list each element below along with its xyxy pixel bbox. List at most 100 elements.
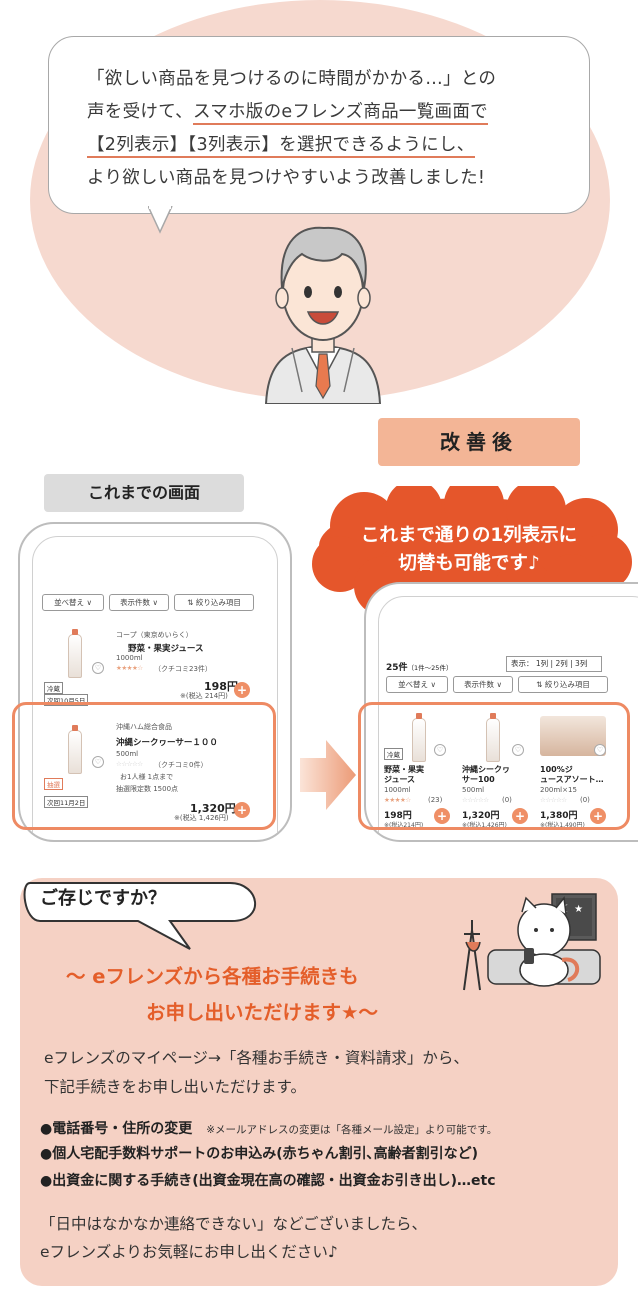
speech-tail	[148, 206, 173, 234]
result-count: 25件（1件～25件）	[386, 663, 453, 673]
star-rating: ★★★★☆	[384, 796, 411, 804]
info-heading-1: 〜 eフレンズから各種お手続きも	[66, 965, 359, 988]
price: 1,320円	[190, 802, 236, 815]
volume: 1000ml	[116, 654, 143, 662]
before-label: これまでの画面	[44, 474, 244, 512]
closing-line-1: 「日中はなかなか連絡できない」などございましたら、	[40, 1215, 428, 1233]
info-panel	[20, 878, 618, 1286]
speech-bubble: 「欲しい商品を見つけるのに時間がかかる…」との 声を受けて、スマホ版のeフレンズ…	[48, 36, 590, 214]
tax-price: ※(税込 1,426円)	[174, 814, 229, 822]
product-name[interactable]: 100%ジ	[540, 765, 573, 774]
add-to-cart-button[interactable]: +	[234, 682, 250, 698]
add-to-cart-button[interactable]: +	[234, 802, 250, 818]
add-to-cart-button[interactable]: +	[434, 808, 450, 824]
info-paragraph-1: eフレンズのマイページ→「各種お手続き・資料請求」から、	[44, 1049, 469, 1067]
heart-icon[interactable]: ♡	[92, 662, 104, 674]
star-rating: ☆☆☆☆☆	[462, 796, 489, 804]
after-count-button[interactable]: 表示件数 ∨	[453, 676, 513, 693]
callout-cloud	[312, 486, 632, 636]
heart-icon[interactable]: ♡	[594, 744, 606, 756]
before-toolbar: 並べ替え ∨ 表示件数 ∨ ⇅ 絞り込み項目	[42, 594, 254, 611]
review-count[interactable]: (0)	[502, 796, 512, 804]
heart-icon[interactable]: ♡	[92, 756, 104, 768]
bullet-address-change: ●電話番号・住所の変更※メールアドレスの変更は「各種メール設定」より可能です。	[40, 1121, 498, 1137]
speech-line-2: 声を受けて、スマホ版のeフレンズ商品一覧画面で	[87, 96, 569, 129]
product-name[interactable]: 沖縄シークヮ	[462, 765, 510, 774]
before-item-2[interactable]: ♡ 抽選 次回11月2日 沖縄ハム総合食品 沖縄シークヮーサー１００ 500ml…	[20, 716, 290, 826]
after-sort-button[interactable]: 並べ替え ∨	[386, 676, 448, 693]
add-to-cart-button[interactable]: +	[512, 808, 528, 824]
review-count[interactable]: （クチコミ23件）	[154, 665, 212, 673]
after-filter-button[interactable]: ⇅ 絞り込み項目	[518, 676, 608, 693]
price: 198円	[384, 811, 412, 821]
speech-line-3: 【2列表示】【3列表示】を選択できるようにし、	[87, 129, 569, 162]
before-filter-button[interactable]: ⇅ 絞り込み項目	[174, 594, 254, 611]
info-title: ご存じですか？	[40, 888, 166, 909]
product-image	[68, 629, 82, 678]
volume: 200ml×15	[540, 786, 577, 794]
review-count[interactable]: （クチコミ0件）	[154, 761, 208, 769]
info-paragraph-2: 下記手続きをお申し出いただけます。	[44, 1078, 306, 1096]
tax-price: ※(税込214円)	[384, 822, 424, 829]
heart-icon[interactable]: ♡	[512, 744, 524, 756]
after-toolbar: 並べ替え ∨ 表示件数 ∨ ⇅ 絞り込み項目	[386, 676, 608, 693]
info-heading-2: お申し出いただけます★〜	[146, 1001, 378, 1024]
star-rating: ★★★★☆	[116, 664, 143, 672]
speech-line-4: より欲しい商品を見つけやすいよう改善しました!	[87, 168, 486, 188]
after-highlight-frame	[358, 702, 630, 830]
product-name[interactable]: 野菜・果実ジュース	[128, 644, 204, 654]
product-name[interactable]: 野菜・果実	[384, 765, 424, 774]
after-item-2[interactable]: ♡ 沖縄シークヮ サー100 500ml ☆☆☆☆☆ (0) 1,320円 ※(…	[460, 710, 532, 830]
before-highlight-frame	[12, 702, 276, 830]
cat-room-illustration: ☾ ★	[463, 893, 601, 991]
arrow-icon	[300, 740, 356, 810]
phone-after-screen	[378, 596, 638, 840]
price: 198円	[204, 680, 238, 693]
before-sort-button[interactable]: 並べ替え ∨	[42, 594, 104, 611]
phone-before-screen	[32, 536, 278, 840]
view-option-1-column[interactable]: 1列	[535, 659, 549, 668]
product-image	[412, 713, 426, 762]
price: 1,320円	[462, 811, 500, 821]
closing-line-2: eフレンズよりお気軽にお申し出ください♪	[40, 1243, 338, 1261]
question-bubble	[23, 882, 257, 950]
svg-text:☾ ★: ☾ ★	[562, 904, 583, 915]
before-item-1[interactable]: ♡ 冷蔵 次回10月5日 コープ（東京めいらく） 野菜・果実ジュース 1000m…	[20, 620, 290, 706]
maker: コープ（東京めいらく）	[116, 631, 193, 639]
limit-per-person: お1人様 1点まで	[120, 773, 174, 781]
view-switcher: 表示： 1列 | 2列 | 3列	[506, 656, 602, 672]
view-option-2-column[interactable]: 2列	[555, 659, 568, 668]
before-count-button[interactable]: 表示件数 ∨	[109, 594, 169, 611]
after-item-1[interactable]: ♡ 冷蔵 野菜・果実 ジュース 1000ml ★★★★☆ (23) 198円 ※…	[382, 710, 454, 830]
volume: 500ml	[116, 750, 139, 758]
maker: 沖縄ハム総合食品	[116, 723, 172, 731]
product-name[interactable]: 沖縄シークヮーサー１００	[116, 738, 218, 748]
product-image	[68, 725, 82, 774]
volume: 1000ml	[384, 786, 411, 794]
after-item-3[interactable]: ♡ 100%ジ ュースアソート… 200ml×15 ☆☆☆☆☆ (0) 1,38…	[538, 710, 618, 830]
review-count[interactable]: (23)	[428, 796, 443, 804]
product-name-line-2: サー100	[462, 775, 495, 784]
add-to-cart-button[interactable]: +	[590, 808, 606, 824]
star-rating: ☆☆☆☆☆	[540, 796, 567, 804]
bullet-capital-procedure: ●出資金に関する手続き(出資金現在高の確認・出資金お引き出し)…etc	[40, 1173, 496, 1189]
volume: 500ml	[462, 786, 485, 794]
bullet-fee-support: ●個人宅配手数料サポートのお申込み(赤ちゃん割引､高齢者割引など)	[40, 1146, 479, 1162]
delivery-badge: 次回11月2日	[44, 796, 89, 808]
tax-price: ※(税込 214円)	[180, 692, 228, 700]
review-count[interactable]: (0)	[580, 796, 590, 804]
tax-price: ※(税込1,490円)	[540, 822, 585, 829]
phone-after: 25件（1件～25件） 表示： 1列 | 2列 | 3列 並べ替え ∨ 表示件数…	[364, 582, 638, 842]
phone-before: 並べ替え ∨ 表示件数 ∨ ⇅ 絞り込み項目 ♡ 冷蔵 次回10月5日 コープ（…	[18, 522, 292, 842]
tax-price: ※(税込1,426円)	[462, 822, 507, 829]
callout-text: これまで通りの1列表示に 切替も可能です♪	[304, 522, 634, 578]
product-name-line-2: ュースアソート…	[540, 775, 604, 784]
product-image	[486, 713, 500, 762]
star-rating: ☆☆☆☆☆	[116, 760, 143, 768]
lottery-limit: 抽選限定数 1500点	[116, 785, 179, 793]
tag-badge: 冷蔵	[384, 748, 403, 760]
heart-icon[interactable]: ♡	[434, 744, 446, 756]
after-label: 改善後	[378, 418, 580, 466]
callout-line-1: これまで通りの1列表示に	[360, 525, 578, 546]
view-option-3-column[interactable]: 3列	[575, 659, 588, 668]
